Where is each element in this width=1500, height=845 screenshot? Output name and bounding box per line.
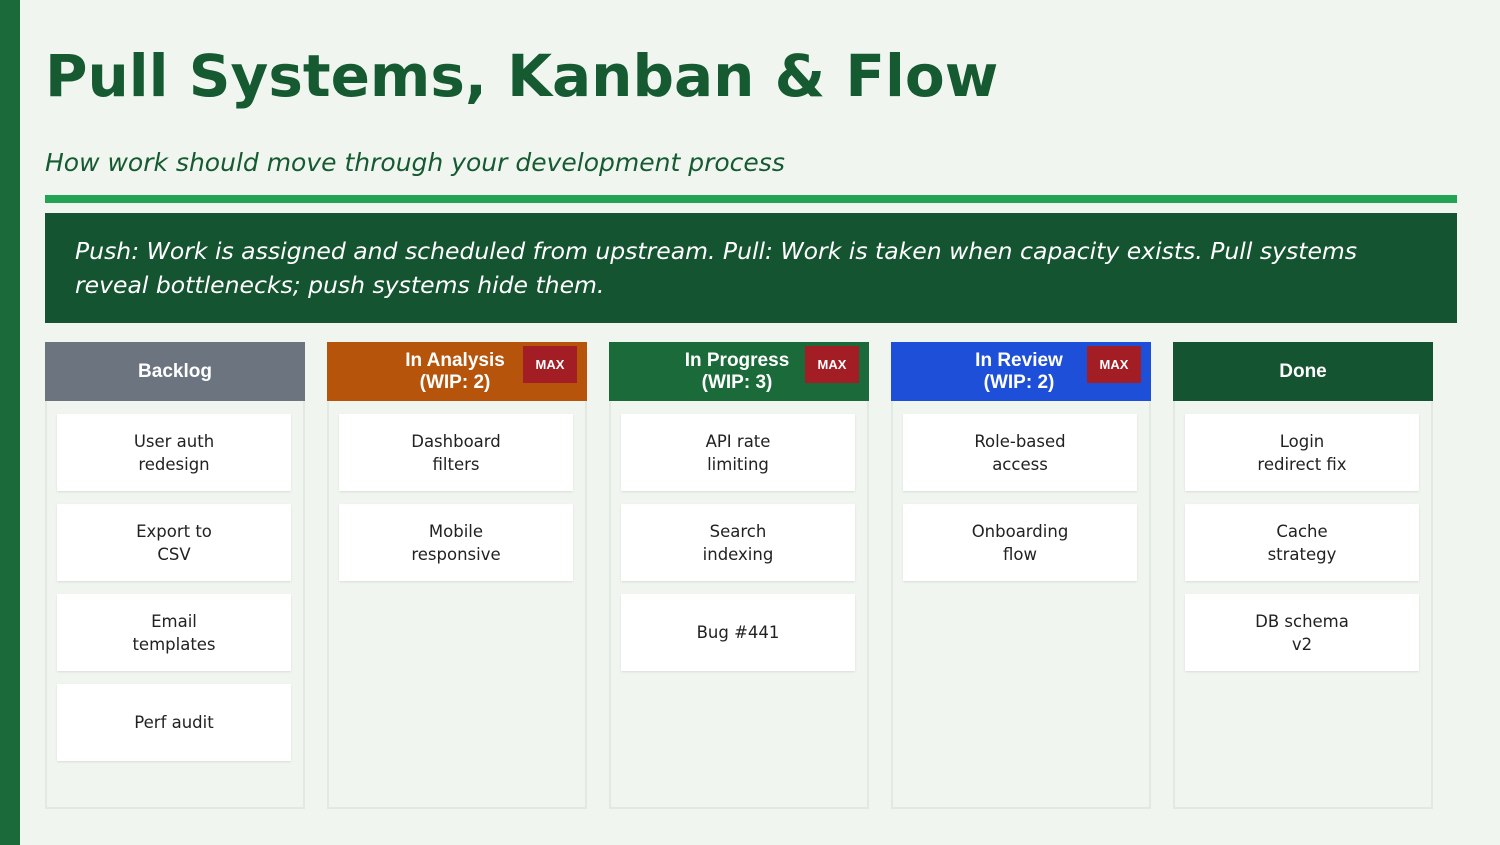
kanban-card[interactable]: Email templates	[57, 594, 291, 671]
kanban-card[interactable]: API rate limiting	[621, 414, 855, 491]
kanban-column: In Analysis (WIP: 2) MAX Dashboard filters…	[327, 342, 587, 809]
accent-bar	[0, 0, 20, 845]
column-header: In Progress (WIP: 3) MAX	[609, 342, 869, 401]
page-title: Pull Systems, Kanban & Flow	[45, 42, 999, 110]
page-subtitle: How work should move through your develo…	[45, 148, 785, 177]
kanban-card[interactable]: Onboarding flow	[903, 504, 1137, 581]
kanban-card[interactable]: User auth redesign	[57, 414, 291, 491]
kanban-card[interactable]: Bug #441	[621, 594, 855, 671]
kanban-card[interactable]: Perf audit	[57, 684, 291, 761]
column-header: Backlog	[45, 342, 305, 401]
kanban-card[interactable]: Cache strategy	[1185, 504, 1419, 581]
column-header: In Review (WIP: 2) MAX	[891, 342, 1151, 401]
kanban-card[interactable]: DB schema v2	[1185, 594, 1419, 671]
column-header: In Analysis (WIP: 2) MAX	[327, 342, 587, 401]
kanban-card[interactable]: Dashboard filters	[339, 414, 573, 491]
kanban-card[interactable]: Login redirect fix	[1185, 414, 1419, 491]
divider	[45, 195, 1457, 203]
column-header: Done	[1173, 342, 1433, 401]
callout-box: Push: Work is assigned and scheduled fro…	[45, 213, 1457, 323]
wip-max-badge: MAX	[1087, 346, 1141, 383]
wip-max-badge: MAX	[805, 346, 859, 383]
wip-max-badge: MAX	[523, 346, 577, 383]
kanban-card[interactable]: Export to CSV	[57, 504, 291, 581]
kanban-card[interactable]: Search indexing	[621, 504, 855, 581]
column-title: In Review (WIP: 2)	[975, 349, 1063, 393]
column-title: Done	[1279, 360, 1327, 382]
kanban-card[interactable]: Mobile responsive	[339, 504, 573, 581]
kanban-column: In Progress (WIP: 3) MAX API rate limiting…	[609, 342, 869, 809]
column-title: In Analysis (WIP: 2)	[405, 349, 505, 393]
kanban-card[interactable]: Role-based access	[903, 414, 1137, 491]
column-title: In Progress (WIP: 3)	[684, 349, 790, 393]
column-title: Backlog	[138, 360, 212, 382]
